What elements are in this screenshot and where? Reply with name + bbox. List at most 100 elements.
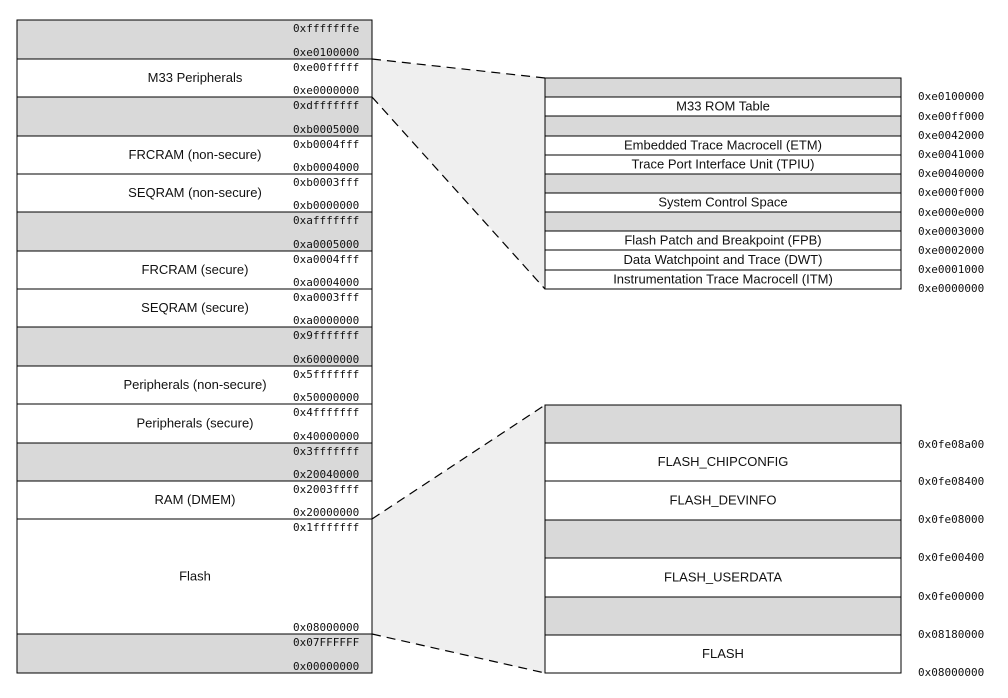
region-label: RAM (DMEM) [155, 492, 236, 507]
detail-boundary-address: 0xe0001000 [918, 263, 984, 276]
detail-region-label-flash-userdata: FLASH_USERDATA [664, 570, 782, 585]
region-top-address: 0xdfffffff [293, 99, 359, 112]
m33-zoom-funnel [372, 59, 545, 289]
memory-region-block [16, 58, 373, 98]
reserved-region-block [544, 519, 902, 559]
detail-region-label-m33-rom-table: M33 ROM Table [676, 99, 770, 114]
main-map-row-reserved: 0x3fffffff 0x20040000 [16, 442, 373, 482]
main-map-row-reserved: 0x07FFFFFF 0x00000000 [16, 633, 373, 674]
detail-boundary-address: 0xe00ff000 [918, 110, 984, 123]
detail-boundary-address: 0xe0042000 [918, 129, 984, 142]
memory-region-block [16, 403, 373, 444]
detail-boundary-address: 0xe0000000 [918, 282, 984, 295]
memory-region-block [16, 518, 373, 635]
detail-region-label-flash-chipconfig: FLASH_CHIPCONFIG [658, 454, 789, 469]
memory-region-block [16, 288, 373, 328]
zoom-dashed-line [371, 96, 546, 290]
detail-region-label-data-watchpoint-and-trace-dwt: Data Watchpoint and Trace (DWT) [624, 252, 823, 267]
detail-boundary-address: 0x0fe08a00 [918, 438, 984, 451]
region-bottom-address: 0xa0004000 [293, 276, 359, 289]
region-top-address: 0xafffffff [293, 214, 359, 227]
detail-boundary-address: 0xe0003000 [918, 225, 984, 238]
region-top-address: 0xa0004fff [293, 253, 359, 266]
region-top-address: 0xfffffffe [293, 22, 359, 35]
main-map-row-frcram-secure: FRCRAM (secure) 0xa0004fff 0xa0004000 [16, 250, 373, 290]
region-top-address: 0x9fffffff [293, 329, 359, 342]
main-map-row-flash: Flash 0x1fffffff 0x08000000 [16, 518, 373, 635]
main-map-row-m33-peripherals: M33 Peripherals 0xe00fffff 0xe0000000 [16, 58, 373, 98]
region-label: Peripherals (secure) [136, 416, 253, 431]
memory-region-block [16, 480, 373, 520]
region-top-address: 0x5fffffff [293, 368, 359, 381]
memory-region-block [544, 557, 902, 598]
region-bottom-address: 0x00000000 [293, 660, 359, 673]
detail-boundary-address: 0xe000e000 [918, 206, 984, 219]
detail-region-label-flash-devinfo: FLASH_DEVINFO [670, 493, 777, 508]
region-top-address: 0xa0003fff [293, 291, 359, 304]
region-bottom-address: 0x08000000 [293, 621, 359, 634]
region-top-address: 0xb0004fff [293, 138, 359, 151]
region-top-address: 0xb0003fff [293, 176, 359, 189]
region-label: FRCRAM (secure) [142, 262, 249, 277]
region-bottom-address: 0x40000000 [293, 430, 359, 443]
main-map-row-peripherals-non-secure: Peripherals (non-secure)0x5fffffff0x5000… [16, 365, 373, 405]
region-top-address: 0x2003ffff [293, 483, 359, 496]
reserved-region-block [544, 404, 902, 444]
detail-boundary-address: 0x0fe08000 [918, 513, 984, 526]
reserved-region-block [544, 173, 902, 194]
region-bottom-address: 0xe0100000 [293, 46, 359, 59]
region-top-address: 0x07FFFFFF [293, 636, 359, 649]
region-bottom-address: 0x20040000 [293, 468, 359, 481]
detail-boundary-address: 0xe0002000 [918, 244, 984, 257]
reserved-region-block [544, 115, 902, 137]
detail-boundary-address: 0x0fe00400 [918, 551, 984, 564]
memory-region-block [544, 442, 902, 482]
detail-boundary-address: 0xe0041000 [918, 148, 984, 161]
region-label: SEQRAM (non-secure) [128, 185, 262, 200]
memory-region-block [544, 634, 902, 674]
reserved-region-block [544, 211, 902, 232]
reserved-region-block [16, 326, 373, 367]
flash-zoom-funnel [372, 405, 545, 673]
main-map-row-seqram-non-secure: SEQRAM (non-secure) 0xb0003fff 0xb0000000 [16, 173, 373, 213]
region-top-address: 0x1fffffff [293, 521, 359, 534]
region-label: Flash [179, 569, 211, 584]
reserved-region-block [544, 596, 902, 636]
main-map-row-peripherals-secure: Peripherals (secure) 0x4fffffff 0x40000000 [16, 403, 373, 444]
detail-region-label-trace-port-interface-unit-tpiu: Trace Port Interface Unit (TPIU) [631, 157, 814, 172]
main-map-row-reserved: 0xafffffff 0xa0005000 [16, 211, 373, 252]
memory-region-block [16, 365, 373, 405]
region-bottom-address: 0xb0000000 [293, 199, 359, 212]
region-label: M33 Peripherals [148, 70, 243, 85]
memory-region-block [16, 135, 373, 175]
flash-detail-map: FLASH_CHIPCONFIG FLASH_DEVINFO FLASH_USERD… [544, 404, 984, 679]
region-bottom-address: 0x20000000 [293, 506, 359, 519]
detail-region-label-system-control-space: System Control Space [658, 195, 787, 210]
memory-region-block [544, 480, 902, 521]
region-label: SEQRAM (secure) [141, 300, 249, 315]
region-bottom-address: 0xa0005000 [293, 238, 359, 251]
reserved-region-block [544, 77, 902, 98]
detail-boundary-address: 0x0fe08400 [918, 475, 984, 488]
region-top-address: 0x4fffffff [293, 406, 359, 419]
region-label: FRCRAM (non-secure) [129, 147, 262, 162]
region-top-address: 0xe00fffff [293, 61, 359, 74]
main-map-row-seqram-secure: SEQRAM (secure) 0xa0003fff 0xa0000000 [16, 288, 373, 328]
main-map-row-reserved: 0xfffffffe 0xe0100000 [16, 19, 373, 60]
region-bottom-address: 0xe0000000 [293, 84, 359, 97]
detail-boundary-address: 0x0fe00000 [918, 590, 984, 603]
region-bottom-address: 0xb0004000 [293, 161, 359, 174]
region-bottom-address: 0x60000000 [293, 353, 359, 366]
region-bottom-address: 0xa0000000 [293, 314, 359, 327]
reserved-region-block [16, 633, 373, 674]
detail-region-label-flash: FLASH [702, 646, 744, 661]
detail-boundary-address: 0xe0100000 [918, 90, 984, 103]
detail-region-label-instrumentation-trace-macrocell-itm: Instrumentation Trace Macrocell (ITM) [613, 272, 833, 287]
detail-boundary-address: 0xe000f000 [918, 186, 984, 199]
region-top-address: 0x3fffffff [293, 445, 359, 458]
detail-boundary-address: 0xe0040000 [918, 167, 984, 180]
